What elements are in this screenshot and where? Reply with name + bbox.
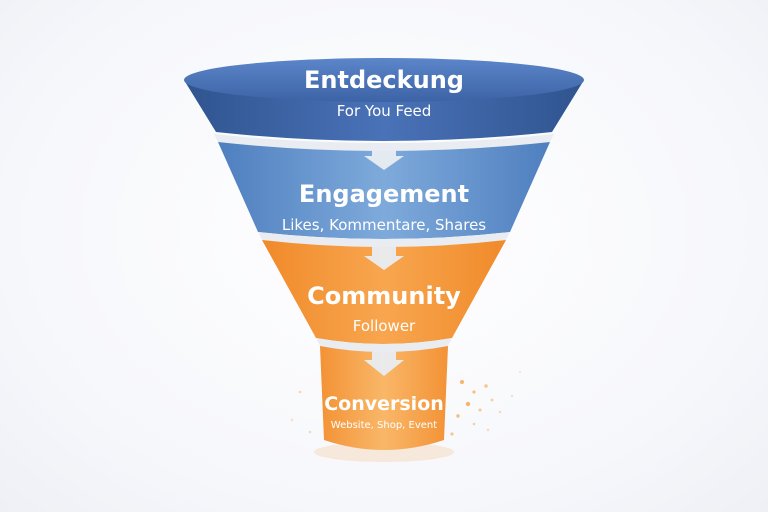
stage-2-engagement: Engagement Likes, Kommentare, Shares	[218, 142, 550, 239]
funnel-shadow	[314, 442, 454, 462]
stage-3-subtitle: Follower	[353, 317, 416, 335]
stage-4-conversion: Conversion Website, Shop, Event	[320, 346, 448, 450]
stage-1-discovery: Entdeckung For You Feed	[184, 58, 584, 141]
stage-3-community: Community Follower	[262, 240, 506, 344]
divider-3	[316, 338, 452, 352]
stage-2-band	[218, 142, 550, 239]
sparkle-dots	[290, 371, 521, 436]
stage-3-title: Community	[307, 282, 461, 310]
arrow-down-icon	[364, 348, 404, 376]
stage-1-top-cap	[184, 58, 584, 102]
stage-2-subtitle: Likes, Kommentare, Shares	[282, 216, 486, 234]
divider-2	[258, 232, 510, 247]
stage-4-band	[320, 346, 448, 450]
arrow-down-icon	[364, 144, 404, 170]
stage-1-subtitle: For You Feed	[337, 102, 432, 120]
stage-2-title: Engagement	[299, 180, 469, 208]
stage-4-subtitle: Website, Shop, Event	[331, 420, 437, 431]
stage-3-band	[262, 240, 506, 344]
divider-1	[214, 134, 554, 151]
arrow-down-icon	[364, 246, 404, 270]
stage-1-title: Entdeckung	[304, 66, 464, 94]
stage-4-title: Conversion	[324, 393, 444, 415]
